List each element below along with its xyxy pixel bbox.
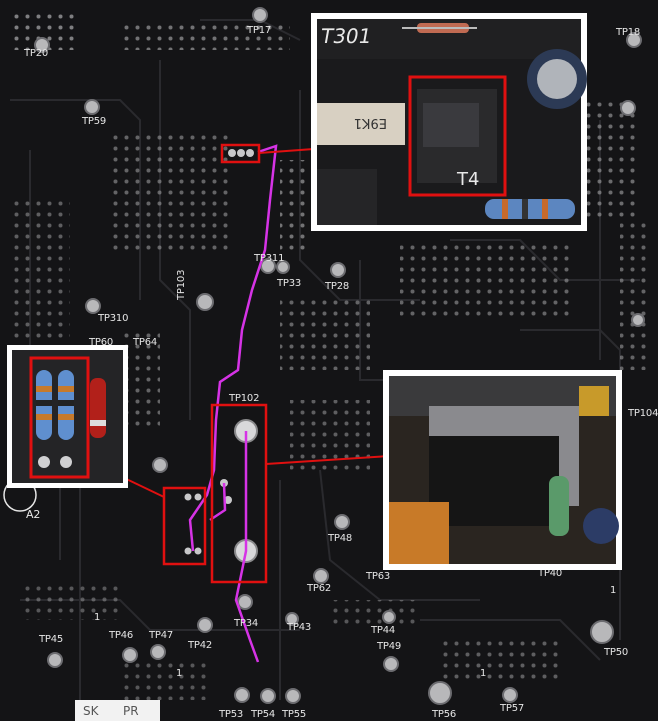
transistor-inset: T301 E9K1 T4 — [311, 13, 587, 231]
capacitor-marking: E9K1 — [354, 115, 387, 130]
tp17-label: TP17 — [247, 25, 272, 36]
resistors-highlight-box — [29, 356, 90, 479]
tp63-label: TP63 — [366, 571, 391, 582]
pin1-label: 1 — [610, 585, 617, 596]
bottom-label-strip: SK PR — [75, 700, 160, 721]
via-fields — [10, 10, 650, 700]
highlight-boxes — [162, 143, 268, 584]
tp47-label: TP47 — [149, 630, 174, 641]
tp49-label: TP49 — [377, 641, 402, 652]
test-point-pads — [34, 7, 645, 705]
tp59-label: TP59 — [82, 116, 107, 127]
t301-silkscreen: T301 — [318, 24, 374, 48]
tp311-label: TP311 — [254, 253, 285, 264]
tp103-label: TP103 — [176, 269, 187, 300]
tp33-label: TP33 — [277, 278, 302, 289]
tp102-label: TP102 — [229, 393, 260, 404]
t4-silkscreen: T4 — [456, 169, 479, 190]
tp48-label: TP48 — [328, 533, 353, 544]
tp18-label: TP18 — [616, 27, 641, 38]
tp54-label: TP54 — [251, 709, 276, 720]
tp104-label: TP104 — [628, 408, 658, 419]
tp56-label: TP56 — [432, 709, 457, 720]
tp28-label: TP28 — [325, 281, 350, 292]
resistors-inset — [7, 345, 128, 488]
resistors-photo — [12, 350, 123, 483]
tp60-label: TP60 — [89, 337, 114, 348]
pin1-label: 1 — [176, 668, 183, 679]
a2-label: A2 — [26, 508, 41, 521]
tp40-label: TP40 — [538, 568, 563, 579]
tp45-label: TP45 — [39, 634, 64, 645]
transistor-highlight-box — [408, 75, 507, 197]
pin1-label: 1 — [480, 668, 487, 679]
magenta-trace — [188, 144, 278, 663]
tp64-label: TP64 — [133, 337, 158, 348]
relay-photo — [389, 376, 619, 564]
tp20-label: TP20 — [24, 48, 49, 59]
tp53-label: TP53 — [219, 709, 244, 720]
pin1-label: 1 — [94, 612, 101, 623]
tp34-label: TP34 — [234, 618, 259, 629]
tp46-label: TP46 — [109, 630, 134, 641]
tp62-label: TP62 — [307, 583, 332, 594]
pr-label: PR — [123, 704, 139, 718]
tp55-label: TP55 — [282, 709, 307, 720]
tp42-label: TP42 — [188, 640, 213, 651]
relay-inset — [383, 370, 622, 570]
tp57-label: TP57 — [500, 703, 525, 714]
transistor-photo: T301 E9K1 T4 — [317, 19, 587, 225]
sk-label: SK — [83, 704, 99, 718]
tp310-label: TP310 — [98, 313, 129, 324]
tp44-label: TP44 — [371, 625, 396, 636]
tp43-label: TP43 — [287, 622, 312, 633]
tp50-label: TP50 — [604, 647, 629, 658]
